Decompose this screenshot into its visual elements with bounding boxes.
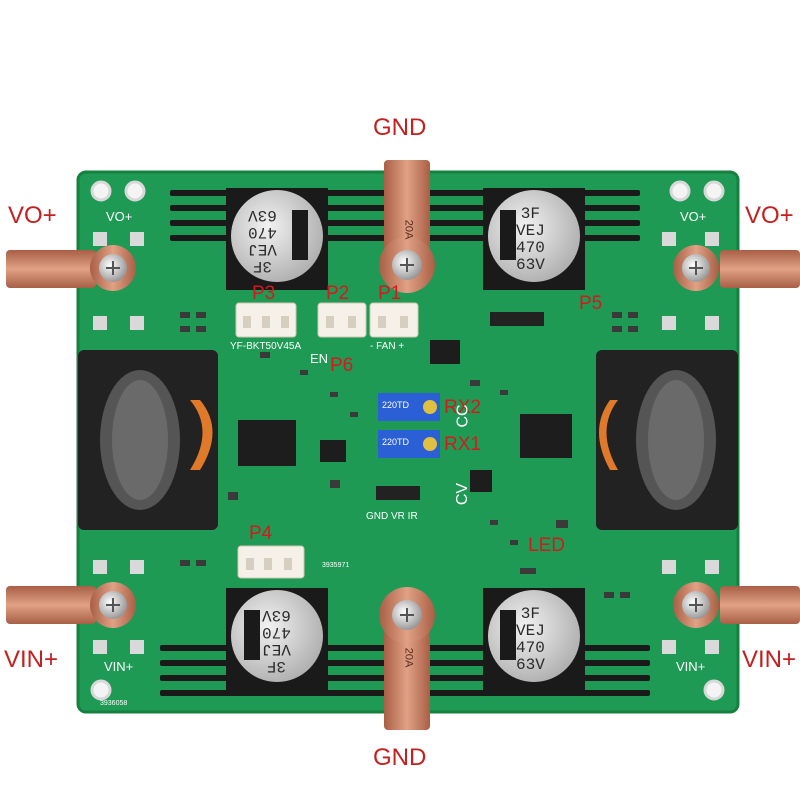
pin-header-gnd-vr-ir [376, 486, 420, 500]
silk-date-code: 3935971 [322, 562, 350, 569]
silk-vin-right: VIN+ [676, 659, 706, 674]
cap-marking-bottom-left: 3F VEJ 470 63V [262, 606, 291, 675]
lug-marking-bottom: 20A [402, 647, 415, 668]
connector-label-p1: P1 [378, 283, 402, 304]
silk-corner-code: 3936058 [100, 700, 128, 707]
silk-cv: CV [454, 482, 472, 506]
trimmer-marking-rx1: 220TD [382, 437, 410, 447]
connector-label-p6: P6 [330, 355, 354, 376]
connector-p3 [235, 302, 297, 338]
silk-vo-right: VO+ [680, 209, 707, 224]
lug-vo-right [673, 245, 800, 291]
connector-p2 [317, 302, 367, 338]
cap-marking-top-left: 3F VEJ 470 63V [248, 206, 277, 275]
silk-gnd-vr-ir: GND VR IR [366, 511, 418, 522]
smd-components [180, 312, 638, 598]
capacitor-top-right [483, 188, 585, 290]
connector-p1 [369, 302, 419, 338]
connector-p4 [237, 545, 305, 579]
silk-model: YF-BKT50V45A [230, 341, 302, 352]
trimmer-rx2 [378, 393, 440, 421]
trimmer-label-rx1: RX1 [444, 434, 481, 455]
silk-vo-left: VO+ [106, 209, 133, 224]
lug-gnd-bottom [379, 587, 435, 730]
lug-vin-left [6, 582, 136, 628]
capacitor-bottom-right [483, 588, 585, 690]
inductor-right [596, 350, 738, 530]
lug-vin-right [673, 582, 800, 628]
silk-cc: CC [454, 404, 472, 428]
silk-vin-left: VIN+ [104, 659, 134, 674]
cap-marking-top-right: 3F VEJ 470 63V [516, 205, 545, 274]
cap-marking-bottom-right: 3F VEJ 470 63V [516, 605, 545, 674]
connector-label-p2: P2 [326, 283, 350, 304]
silk-en: EN [310, 351, 329, 366]
trimmer-rx1 [378, 430, 440, 458]
ic-chips [238, 340, 572, 492]
pin-header-p5 [490, 312, 544, 326]
connector-label-p5: P5 [579, 293, 603, 314]
capacitor-bottom-left [226, 588, 328, 690]
trimmer-marking-rx2: 220TD [382, 400, 410, 410]
lug-marking-top: 20A [402, 219, 415, 240]
trimmer-label-rx2: RX2 [444, 397, 481, 418]
silk-fan: - FAN + [370, 341, 405, 352]
led-label: LED [528, 535, 565, 556]
terminal-label-vo-right: VO+ [745, 202, 794, 229]
inductor-left [78, 350, 218, 530]
terminal-label-vo-left: VO+ [8, 202, 57, 229]
capacitor-top-left [226, 188, 328, 290]
connector-label-p4: P4 [249, 523, 273, 544]
lug-gnd-top [379, 160, 435, 293]
mounting-holes [90, 180, 725, 701]
terminal-label-gnd-bottom: GND [373, 744, 427, 771]
terminal-label-gnd-top: GND [373, 114, 427, 141]
terminal-label-vin-right: VIN+ [742, 646, 797, 673]
terminal-pads [93, 232, 719, 654]
terminal-label-vin-left: VIN+ [4, 646, 59, 673]
lug-vo-left [6, 245, 136, 291]
connector-label-p3: P3 [252, 283, 276, 304]
